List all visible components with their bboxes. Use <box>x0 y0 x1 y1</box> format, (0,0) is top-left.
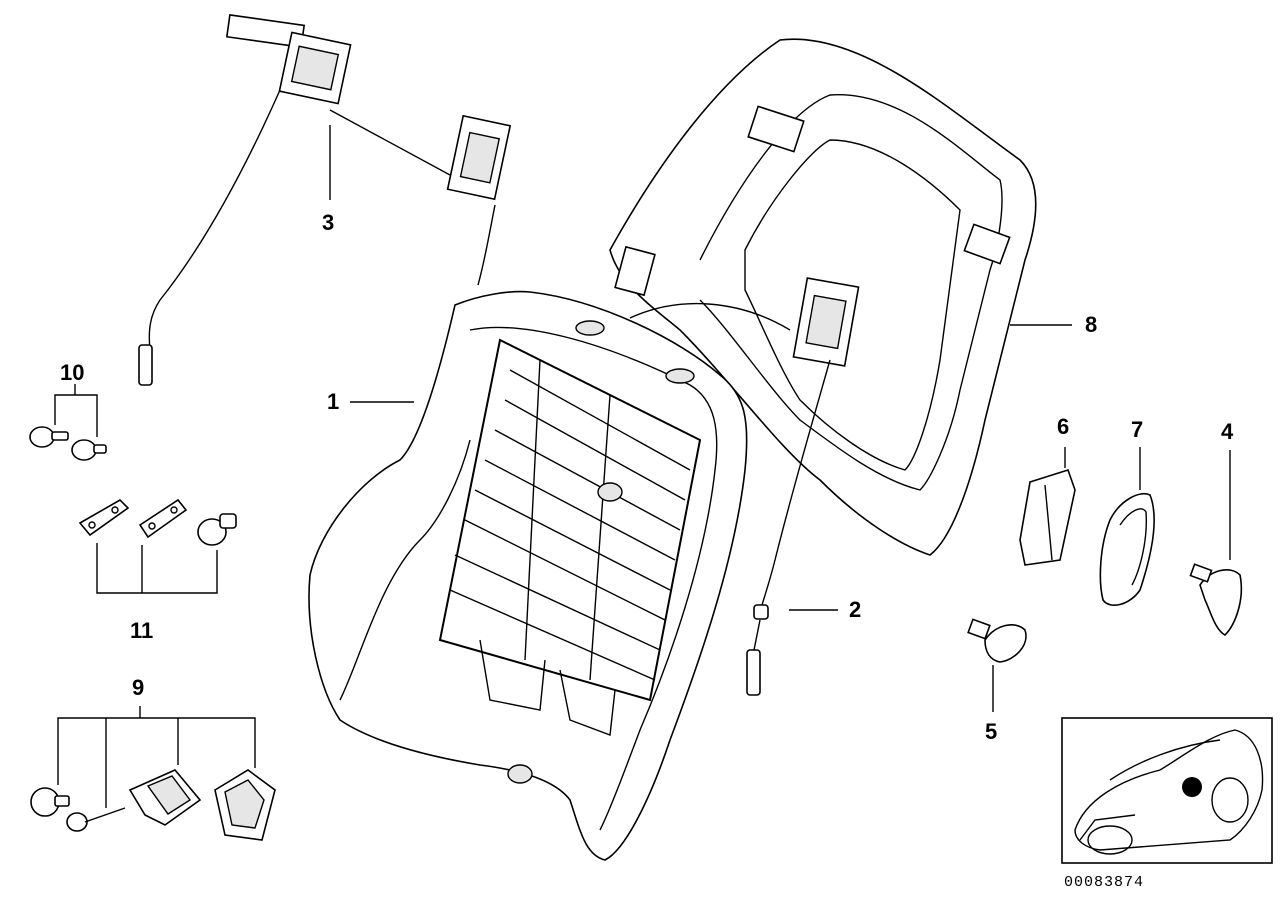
leader-lines <box>329 125 1231 712</box>
cap-part-5[interactable] <box>967 618 1027 663</box>
callout-7: 7 <box>1131 417 1144 442</box>
callout-3: 3 <box>322 210 335 235</box>
document-number: 00083874 <box>1064 874 1145 891</box>
cap-part-4[interactable] <box>1189 563 1243 636</box>
callout-8: 8 <box>1085 312 1098 337</box>
location-marker <box>1182 777 1202 797</box>
callout-10: 10 <box>60 360 85 385</box>
clips-part-9[interactable] <box>30 706 276 841</box>
callout-1: 1 <box>327 389 340 414</box>
mechanism-part-2[interactable] <box>746 277 860 696</box>
callout-2: 2 <box>849 597 862 622</box>
brackets-part-11[interactable] <box>78 498 237 594</box>
mechanism-part-3[interactable] <box>138 14 512 386</box>
car-location-inset <box>1061 717 1273 864</box>
cover-part-6[interactable] <box>1019 469 1076 566</box>
callout-9: 9 <box>132 675 145 700</box>
callout-11: 11 <box>130 618 154 643</box>
screws-part-10[interactable] <box>29 384 107 461</box>
callout-4: 4 <box>1221 419 1234 444</box>
callout-6: 6 <box>1057 414 1070 439</box>
backrest-frame-part-1[interactable] <box>308 290 748 861</box>
callout-5: 5 <box>985 719 998 744</box>
trim-part-7[interactable] <box>1099 493 1155 606</box>
